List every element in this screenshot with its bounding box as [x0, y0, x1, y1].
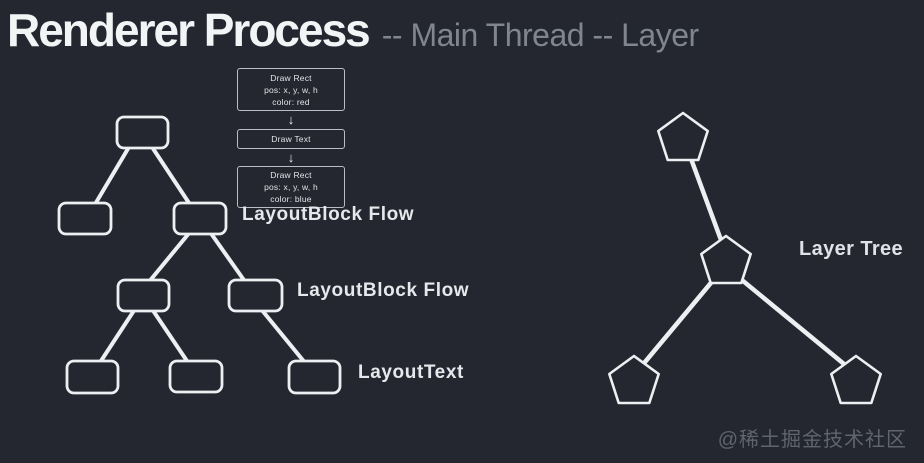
label-layoutblock-flow-2: LayoutBlock Flow: [297, 280, 470, 301]
layer-tree-edge: [687, 153, 724, 243]
layout-tree-node: [168, 359, 224, 394]
draw-rect-blue-box: Draw Rect pos: x, y, w, h color: blue: [237, 166, 345, 208]
layout-tree-edge: [97, 307, 137, 366]
paint-op-line: Draw Rect: [270, 72, 312, 83]
layout-tree-edge: [146, 230, 192, 285]
paint-op-line: color: red: [272, 96, 310, 107]
layout-tree-node: [65, 359, 120, 395]
title-main: Renderer Process: [7, 4, 371, 56]
arrow-down-icon: ↓: [287, 112, 295, 127]
layer-tree-edge: [734, 273, 847, 367]
layout-tree-edge: [259, 307, 308, 366]
layout-tree-edge: [150, 307, 191, 366]
layer-node-right: [829, 354, 883, 405]
layout-tree-node-root: [115, 115, 170, 150]
layer-node-middle: [699, 234, 753, 285]
label-layouttext: LayoutText: [358, 362, 464, 383]
layer-tree-edge: [637, 275, 718, 371]
layout-tree: [57, 115, 342, 395]
paint-op-line: color: blue: [270, 194, 312, 204]
layout-tree-node: [287, 359, 342, 395]
layer-node-left: [607, 354, 661, 405]
paint-op-line: pos: x, y, w, h: [264, 84, 318, 95]
arrow-down-icon: ↓: [287, 150, 295, 165]
layer-tree: [607, 111, 883, 405]
label-layoutblock-flow-1: LayoutBlock Flow: [242, 204, 415, 225]
paint-op-line: pos: x, y, w, h: [264, 182, 318, 192]
page-title: Renderer Process -- Main Thread -- Layer: [7, 3, 699, 57]
layout-tree-edge: [92, 145, 131, 208]
layout-tree-edge: [150, 145, 193, 208]
layout-tree-node: [116, 278, 171, 313]
layer-node-root: [656, 111, 710, 162]
paint-op-line: Draw Text: [271, 134, 311, 144]
paint-op-line: Draw Rect: [270, 170, 312, 180]
layout-tree-node: [57, 201, 113, 236]
layout-tree-node: [172, 201, 228, 236]
layout-tree-node: [227, 278, 284, 313]
label-layer-tree: Layer Tree: [799, 238, 904, 260]
paint-ops-stack: Draw Rect pos: x, y, w, h color: red ↓ D…: [237, 68, 345, 208]
draw-text-box: Draw Text: [237, 129, 345, 149]
draw-rect-red-box: Draw Rect pos: x, y, w, h color: red: [237, 68, 345, 111]
layout-tree-edge: [208, 230, 248, 285]
watermark: @稀土掘金技术社区: [717, 429, 907, 451]
title-suffix: -- Main Thread -- Layer: [381, 17, 699, 53]
